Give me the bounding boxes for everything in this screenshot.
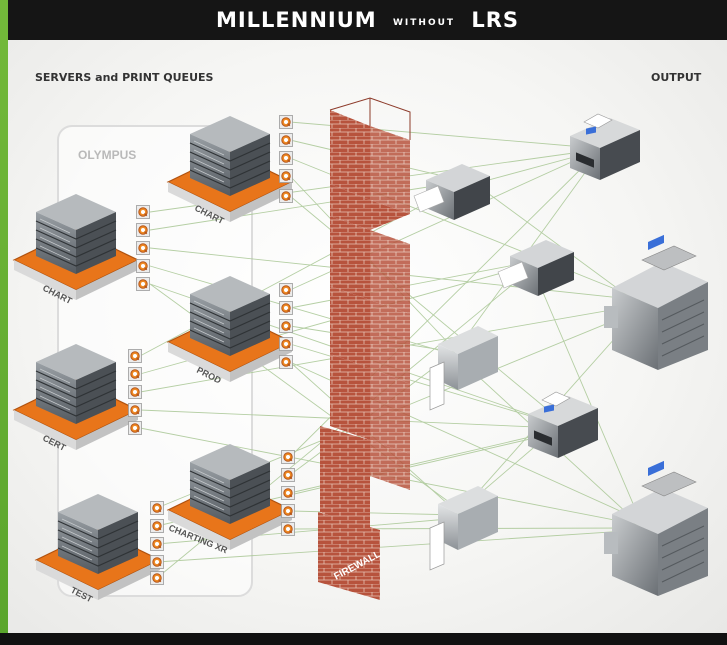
queue-stack-test [150,501,164,585]
print-queue-icon[interactable] [279,319,293,333]
copier-icon[interactable] [603,460,709,597]
title-main: MILLENNIUM [215,8,377,32]
queue-stack-chart-top [279,115,293,203]
output-heading: OUTPUT [651,71,702,84]
print-queue-icon[interactable] [279,151,293,165]
print-queue-icon[interactable] [281,468,295,482]
servers-heading: SERVERS and PRINT QUEUES [35,71,214,84]
queue-stack-prod [279,283,293,369]
print-queue-icon[interactable] [279,337,293,351]
print-queue-icon[interactable] [128,349,142,363]
firewall: FIREWALL [318,97,411,600]
queue-stack-chart-left [136,205,150,291]
title-middle: WITHOUT [393,18,456,28]
title-right: LRS [471,8,520,32]
print-queue-icon[interactable] [281,486,295,500]
copier-icon[interactable] [603,234,709,371]
label-printer-icon[interactable] [429,325,499,411]
queue-stack-cert [128,349,142,435]
print-queue-icon[interactable] [150,501,164,515]
bottom-bar [0,633,727,645]
print-queue-icon[interactable] [279,189,293,203]
print-queue-icon[interactable] [136,223,150,237]
printer-icon[interactable] [413,163,491,221]
title-banner: MILLENNIUM WITHOUT LRS [8,0,727,40]
queue-stack-charting-xr [281,450,295,536]
print-queue-icon[interactable] [279,301,293,315]
print-queue-icon[interactable] [150,571,164,585]
print-queue-icon[interactable] [150,555,164,569]
print-queue-icon[interactable] [279,355,293,369]
print-queue-icon[interactable] [279,283,293,297]
print-queue-icon[interactable] [128,385,142,399]
laser-printer-icon[interactable] [569,113,641,181]
print-queue-icon[interactable] [150,537,164,551]
print-queue-icon[interactable] [279,115,293,129]
print-queue-icon[interactable] [281,450,295,464]
print-queue-icon[interactable] [279,133,293,147]
print-queue-icon[interactable] [128,367,142,381]
print-queue-icon[interactable] [136,277,150,291]
printer-icon[interactable] [497,239,575,297]
label-printer-icon[interactable] [429,485,499,571]
print-queue-icon[interactable] [136,205,150,219]
print-queue-icon[interactable] [136,259,150,273]
print-queue-icon[interactable] [128,421,142,435]
print-queue-icon[interactable] [136,241,150,255]
print-queue-icon[interactable] [150,519,164,533]
print-queue-icon[interactable] [281,504,295,518]
print-queue-icon[interactable] [281,522,295,536]
print-queue-icon[interactable] [279,169,293,183]
olympus-label: OLYMPUS [78,148,136,162]
print-queue-icon[interactable] [128,403,142,417]
